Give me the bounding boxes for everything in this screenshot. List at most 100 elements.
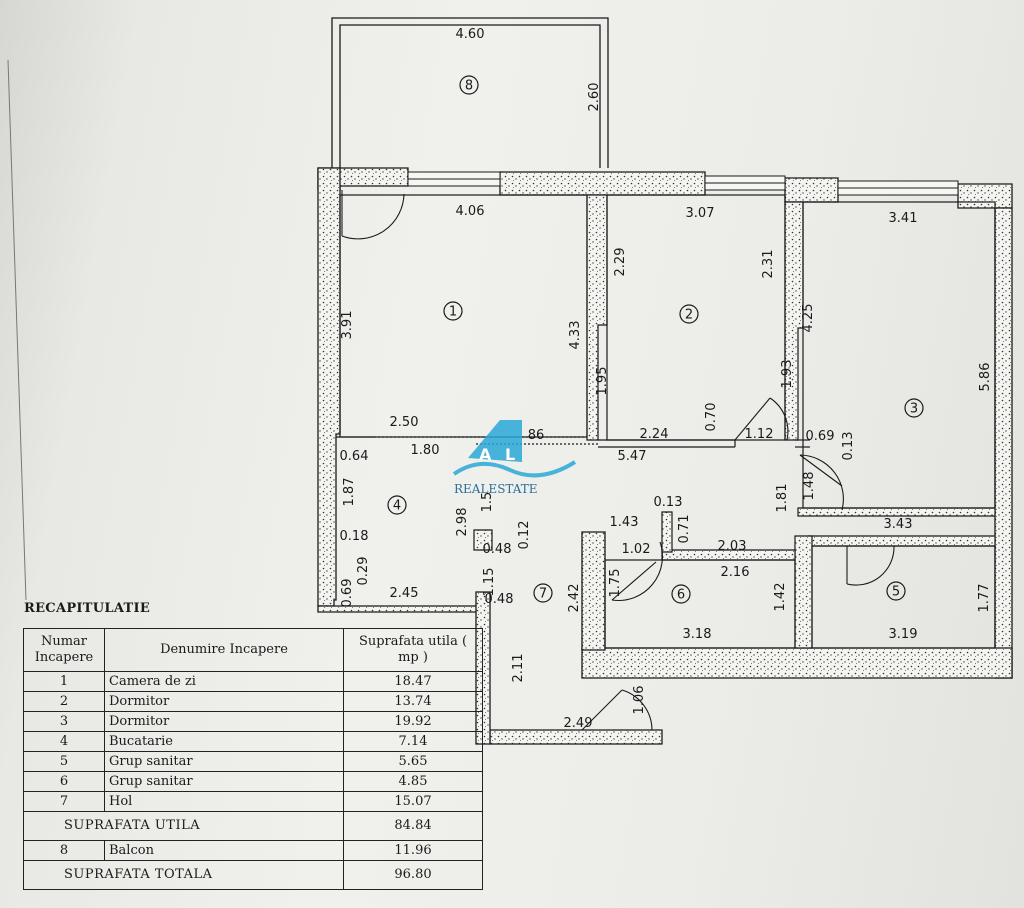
room-marker-8: 8 (459, 75, 479, 95)
room-marker-6: 6 (671, 584, 691, 604)
room-marker-7: 7 (533, 583, 553, 603)
total-area-label: SUPRAFATA TOTALA (23, 860, 344, 890)
dimension-label: 3.41 (889, 211, 918, 226)
dimension-label: 4.60 (456, 27, 485, 42)
dimension-label: 0.13 (841, 432, 856, 461)
wall-6-stub (661, 511, 673, 553)
dimension-label: 3.91 (340, 311, 355, 340)
room-number: 7 (539, 587, 547, 602)
room-marker-3: 3 (904, 398, 924, 418)
wall-kitchen-stub (473, 529, 493, 551)
room-number: 8 (465, 79, 473, 94)
wall-3-bottom (797, 507, 996, 517)
total-area-value: 96.80 (343, 860, 483, 890)
dimension-label: 1.81 (775, 484, 790, 513)
wall-1-2 (586, 194, 608, 441)
dimension-label: 0.12 (517, 521, 532, 550)
dimension-label: 3.07 (686, 206, 715, 221)
useful-area-value: 84.84 (343, 811, 483, 841)
dimension-label: 2.31 (761, 250, 776, 279)
room-marker-4: 4 (387, 495, 407, 515)
wall-left (317, 167, 341, 607)
door-balcony (341, 190, 405, 240)
dimension-label: 1.5 (480, 492, 495, 513)
door-room-5 (846, 545, 895, 586)
dimension-label: 3.18 (683, 627, 712, 642)
dimension-label: 1.93 (780, 360, 795, 389)
dimension-label: 2.98 (455, 508, 470, 537)
dimension-label: 2.29 (613, 248, 628, 277)
dimension-label: 4.06 (456, 204, 485, 219)
dimension-label: 1.42 (773, 583, 788, 612)
dimension-label: 1.02 (622, 542, 651, 557)
dimension-label: 4.33 (568, 321, 583, 350)
dimension-label: 1.87 (342, 478, 357, 507)
watermark-text: REALESTATE (454, 482, 538, 496)
dimension-label: 0.48 (483, 542, 512, 557)
dimension-label: 2.11 (511, 654, 526, 683)
room-number: 2 (685, 308, 693, 323)
dimension-label: 1.48 (802, 472, 817, 501)
svg-text:A: A (479, 445, 492, 464)
balcony-outline (331, 17, 609, 168)
dimension-label: 1.12 (745, 427, 774, 442)
wall-top-middle (499, 171, 706, 196)
room-number: 1 (449, 305, 457, 320)
dimension-label: 2.60 (587, 83, 602, 112)
dimension-label: 0.18 (340, 529, 369, 544)
useful-area-row: SUPRAFATA UTILA 84.84 (23, 811, 483, 841)
dimension-label: 5.47 (618, 449, 647, 464)
dimension-label: 0.69 (806, 429, 835, 444)
door-room-3 (799, 454, 844, 511)
dimension-label: 0.71 (677, 515, 692, 544)
dimension-label: 2.16 (721, 565, 750, 580)
recap-table: Numar Incapere Denumire Incapere Suprafa… (23, 628, 483, 890)
doors (341, 190, 895, 731)
door-room-2 (734, 397, 789, 441)
dimension-label: 0.69 (340, 579, 355, 608)
dimension-label: 1.80 (411, 443, 440, 458)
balcony-row: 8 Balcon 11.96 (23, 840, 483, 861)
dimension-label: 0.70 (704, 403, 719, 432)
dimension-label: 5.86 (978, 363, 993, 392)
dimension-label: 1.15 (482, 568, 497, 597)
recap-title: RECAPITULATIE (24, 601, 151, 616)
interior-walls (473, 194, 996, 649)
svg-text:L: L (505, 445, 515, 464)
header-area: Suprafata utila ( mp ) (343, 628, 483, 672)
wall-right (994, 207, 1013, 679)
dimension-label: 0.48 (485, 592, 514, 607)
recap-header-row: Numar Incapere Denumire Incapere Suprafa… (23, 628, 483, 672)
windows (407, 171, 959, 196)
wall-bathrooms-bottom (581, 647, 1013, 679)
wall-top-far-right (957, 183, 1013, 209)
wall-hall-bottom (489, 729, 663, 745)
wall-5-left (794, 535, 813, 649)
dimension-label: 1.43 (610, 515, 639, 530)
dimension-label: 86 (528, 428, 545, 443)
watermark-logo: A L REALESTATE (452, 420, 577, 496)
dimension-label: 0.64 (340, 449, 369, 464)
dimension-label: 0.29 (356, 557, 371, 586)
dimension-label: 2.49 (564, 716, 593, 731)
dimension-label: 4.25 (801, 304, 816, 333)
dimension-label: 1.77 (977, 584, 992, 613)
room-marker-5: 5 (886, 581, 906, 601)
dimension-label: 2.45 (390, 586, 419, 601)
room-outlines (336, 194, 996, 649)
room-number: 4 (393, 499, 401, 514)
room-marker-1: 1 (443, 301, 463, 321)
wall-top-right (784, 177, 839, 203)
header-name: Denumire Incapere (104, 628, 344, 672)
exterior-walls (317, 167, 1013, 745)
